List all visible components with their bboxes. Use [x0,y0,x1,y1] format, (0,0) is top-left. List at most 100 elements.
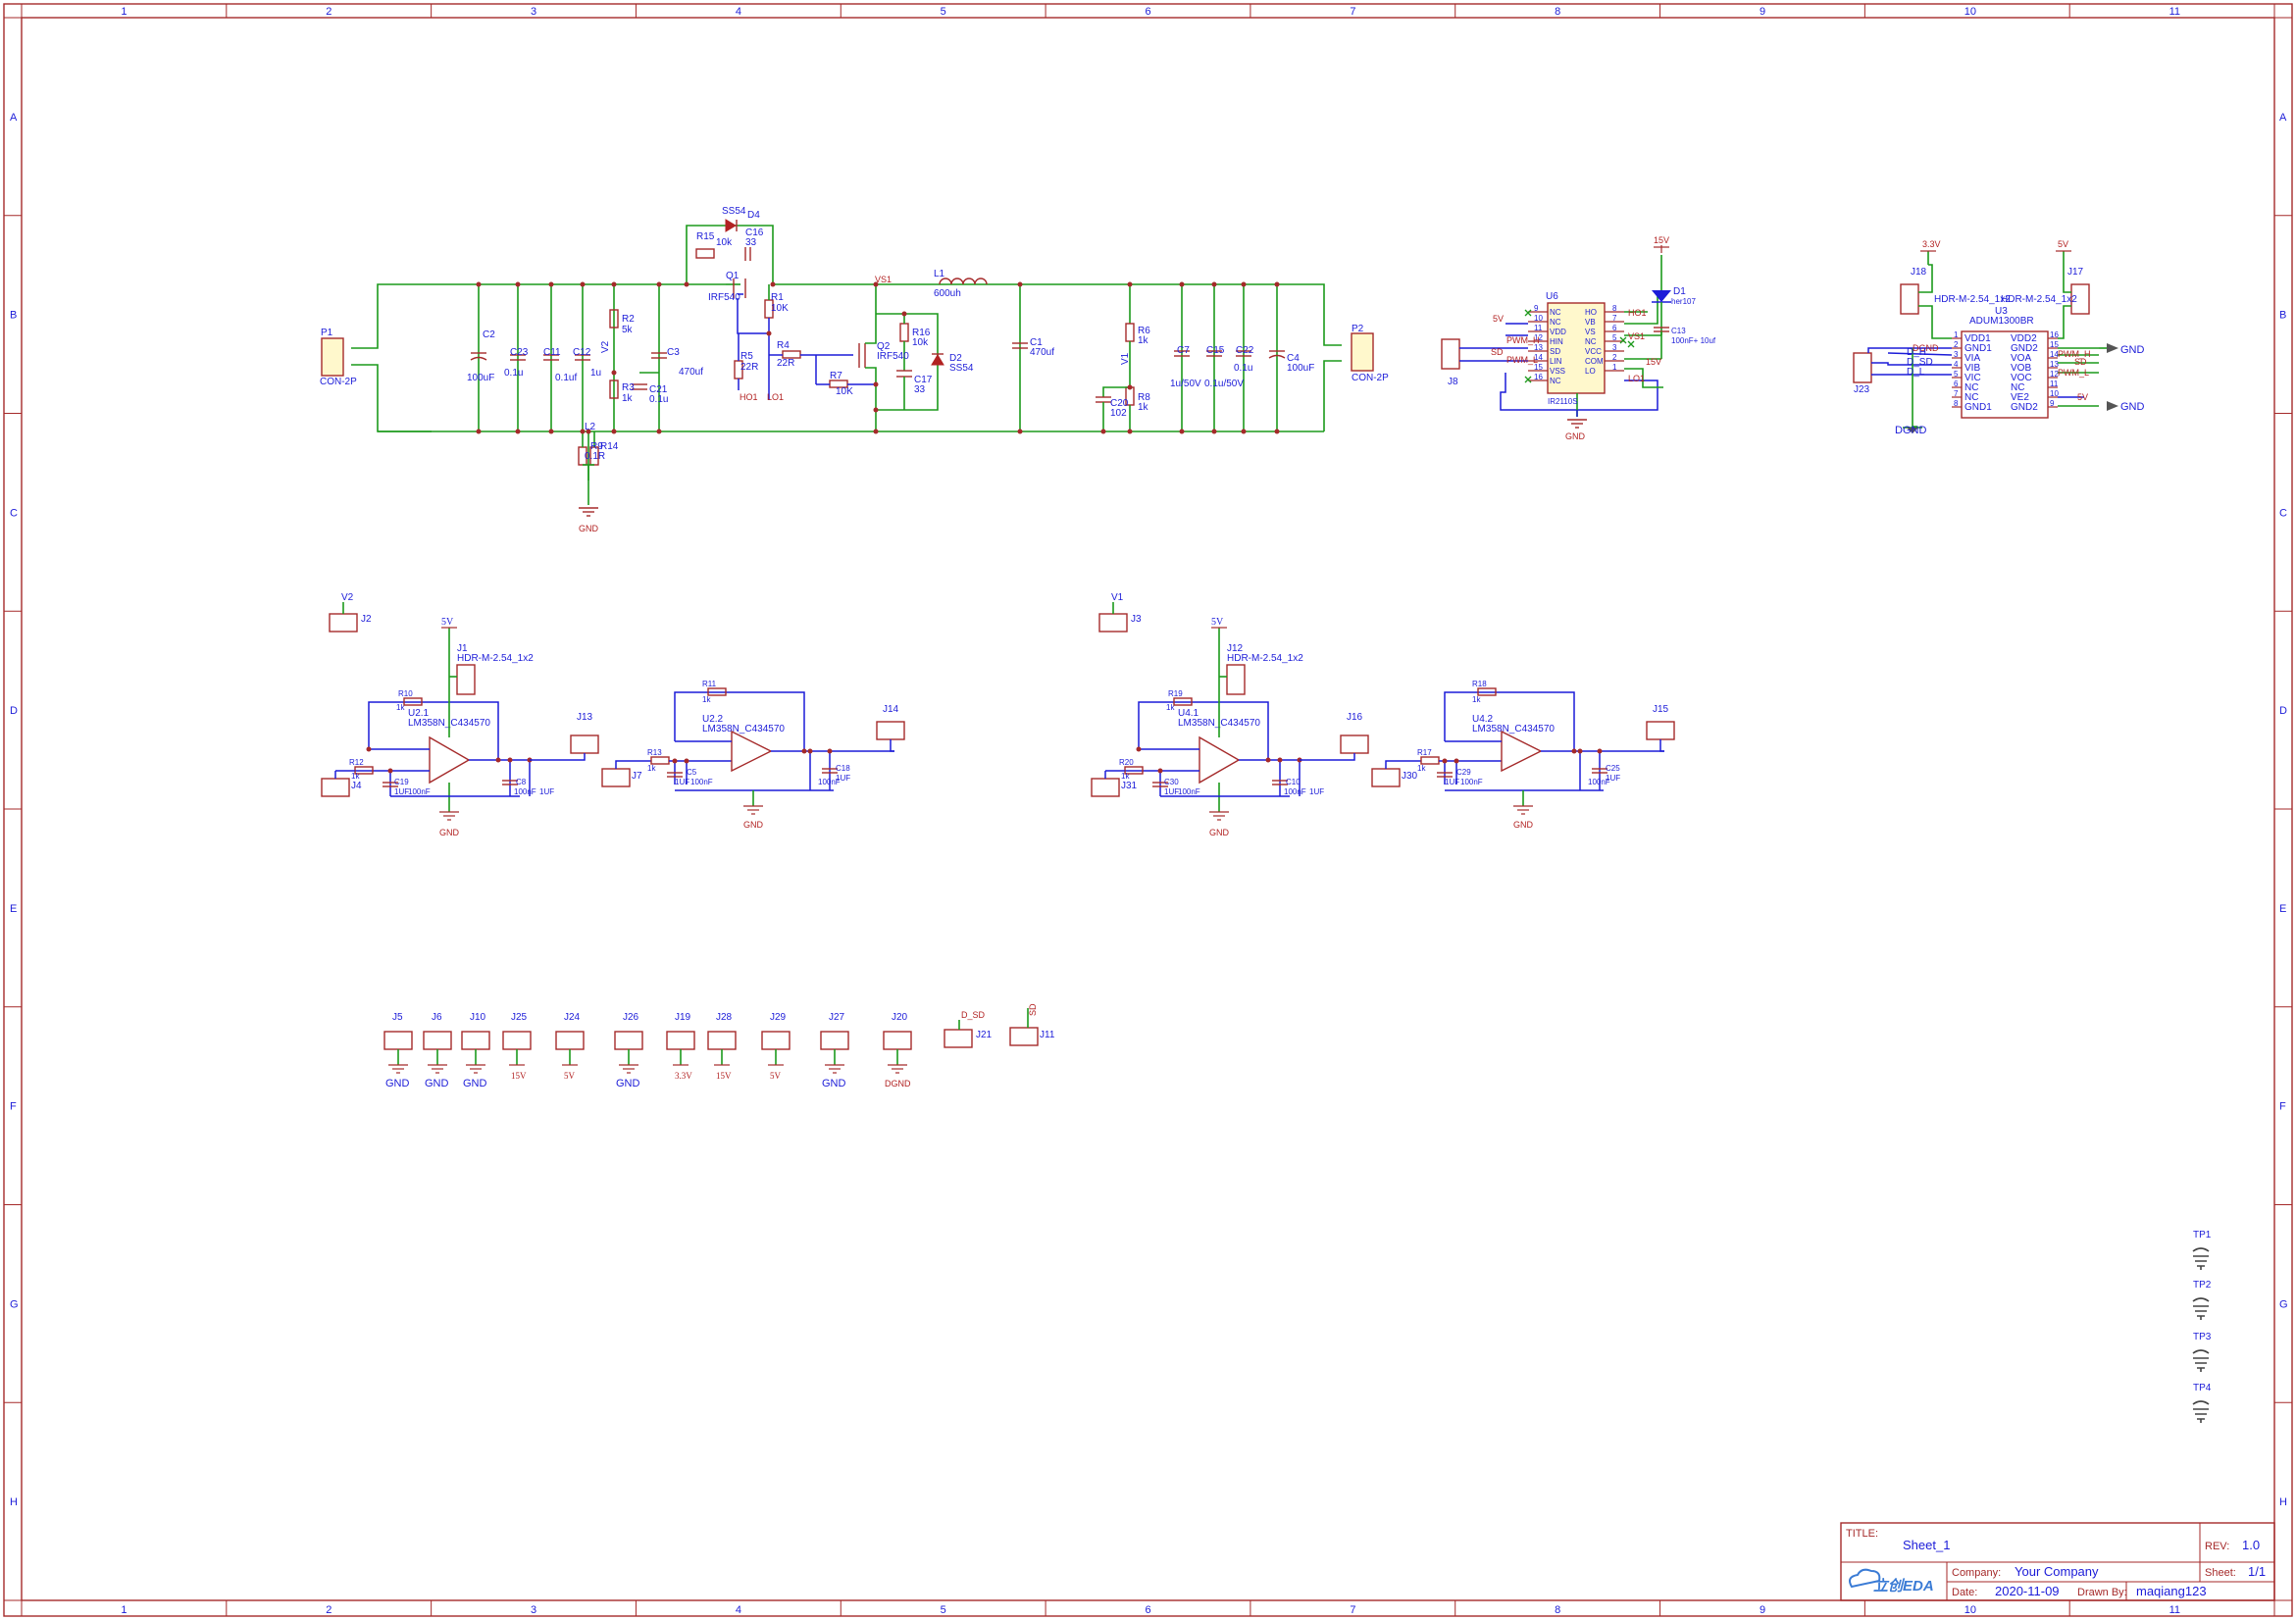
test-point: TP2 [2192,1280,2212,1320]
col-marker-top: 4 [736,6,741,18]
header-row: J5GNDJ6GNDJ10GNDJ2515VJ245VJ26GNDJ193.3V… [383,1012,912,1089]
r7-value: 10K [836,386,853,397]
u6-pin-num-right: 5 [1612,333,1617,342]
c13-value: 100nF+ 10uf [1671,336,1716,345]
u3-type: ADUM1300BR [1969,316,2034,327]
u6-pin-num-right: 6 [1612,324,1617,332]
sense-c-stage2-out-val: 1UF [1606,774,1620,783]
d2-type: SS54 [949,363,974,374]
test-point-ref: TP1 [2193,1230,2212,1240]
u3-ref: U3 [1995,306,2008,317]
lceda-logo: 立创EDA [1849,1568,1934,1595]
header-ref: J24 [564,1012,581,1023]
sense-c-stage2-val: 1UF [675,778,689,786]
r16-ref: R16 [912,328,931,338]
title-block: TITLE: Sheet_1 REV: 1.0 Company: Your Co… [1840,1522,2275,1601]
c3-ref: C3 [667,347,680,358]
col-marker-top: 5 [941,6,946,18]
d2-ref: D2 [949,353,962,364]
row-marker-left: H [10,1496,18,1508]
header-net: 15V [511,1071,527,1081]
gnd-net: GND [579,524,599,533]
header-net: DGND [885,1079,911,1088]
net-ho1: HO1 [1628,308,1647,318]
r1-value: 10K [771,303,789,314]
u3-pin-left: VDD1 [1964,333,1991,344]
j23-ref: J23 [1854,384,1870,395]
u3-pin-left: VIC [1964,373,1981,383]
sense-c-stage2: C5 [687,768,697,777]
test-point: TP4 [2192,1383,2212,1423]
c16-value: 33 [745,237,757,248]
col-marker-bottom: 9 [1760,1604,1765,1616]
u6-pin-left: VSS [1550,367,1565,376]
r8-ref: R8 [1138,392,1150,403]
c13-ref: C13 [1671,327,1686,335]
gnd-symbol [579,507,598,517]
sense-5v: 5V [441,617,454,628]
inner-frame [21,17,2275,1601]
row-marker-right: C [2279,507,2287,519]
row-marker-right: G [2279,1298,2288,1310]
sense-r-in: R20 [1119,758,1134,767]
u3-pin-num-left: 3 [1954,350,1959,359]
u3-pin-num-right: 10 [2050,389,2059,398]
col-marker-bottom: 1 [121,1604,127,1616]
c3-value: 470uf [679,367,703,378]
u3-pin-num-left: 1 [1954,330,1959,339]
sense-hdr-type: HDR-M-2.54_1x2 [457,653,534,664]
net-sd-iso: SD [2074,357,2087,367]
row-marker-left: B [10,310,17,322]
u3-pin-right: VOB [2011,363,2031,374]
j21-ref: J21 [976,1030,993,1040]
j11-connector: SD J11 [1009,1003,1055,1046]
c21-ref: C21 [649,384,668,395]
col-marker-bottom: 3 [531,1604,536,1616]
sense-r-in-val: 1k [351,772,360,781]
sense-net-label: V1 [1111,592,1124,603]
net-vs1: VS1 [1628,331,1645,341]
u6-pin-right: NC [1585,337,1597,346]
c12-value: 1u [590,368,601,379]
r2-value: 5k [622,325,634,335]
col-marker-bottom: 11 [2169,1604,2180,1616]
u6-pin-num-left: 14 [1534,353,1543,362]
u6-pin-num-left: 13 [1534,343,1543,352]
col-marker-top: 6 [1146,6,1151,18]
u6-pin-num-left: 11 [1534,324,1543,332]
row-marker-left: F [10,1101,17,1113]
c2-value: 100uF [467,373,494,383]
j11-ref: J11 [1040,1030,1055,1040]
header-net: 5V [564,1071,576,1081]
net-dh: D_H [1907,347,1926,358]
u3-pin-num-left: 4 [1954,360,1959,369]
r9-ref: R9 [590,441,603,452]
p1-ref: P1 [321,328,333,338]
sense-r-stage2-val: 1k [647,764,656,773]
header-net: 15V [716,1071,732,1081]
u3-pin-num-right: 9 [2050,399,2055,408]
sense-hdr-ref: J12 [1227,643,1244,654]
p2-type: CON-2P [1352,373,1389,383]
r6-value: 1k [1138,335,1149,346]
c11-ref: C11 [543,347,561,358]
test-point-ref: TP4 [2193,1383,2212,1393]
sense-r-feedback: R19 [1168,689,1183,698]
r14-ref: R14 [600,441,619,452]
sense-r-stage2: R13 [647,748,662,757]
row-marker-left: D [10,705,18,717]
header-net: 3.3V [675,1071,692,1081]
c2-ref: C2 [483,329,495,340]
header-net: GND [425,1078,449,1089]
u3-pin-num-right: 15 [2050,340,2059,349]
sense-c-stage2-out: C18 [836,764,850,773]
row-marker-left: E [10,903,17,915]
sense-c-stage2-out-val2: 100nF [818,778,841,786]
col-marker-bottom: 10 [1964,1604,1976,1616]
sense-out-conn: J15 [1653,704,1669,715]
header-net: GND [385,1078,410,1089]
